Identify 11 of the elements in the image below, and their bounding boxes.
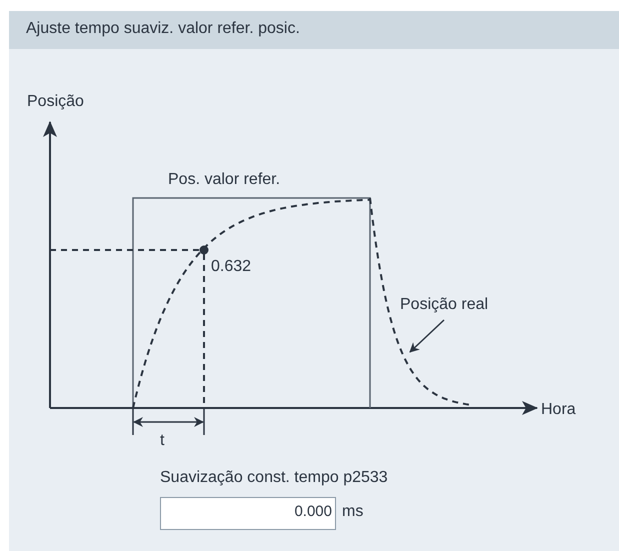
series-label: Pos. valor refer. (168, 170, 280, 189)
input-field: 0.000 (160, 497, 336, 530)
leader-line (409, 319, 445, 353)
axis-title: Hora (541, 400, 576, 419)
axis-title: Posição (27, 92, 84, 111)
panel-title: Ajuste tempo suaviz. valor refer. posic. (26, 20, 300, 38)
value-label: 0.632 (211, 257, 252, 276)
field-label: Suavização const. tempo p2533 (160, 468, 388, 487)
curve-label: Posição real (400, 295, 488, 314)
dimension-label: t (160, 431, 164, 450)
unit-label: ms (342, 502, 364, 521)
